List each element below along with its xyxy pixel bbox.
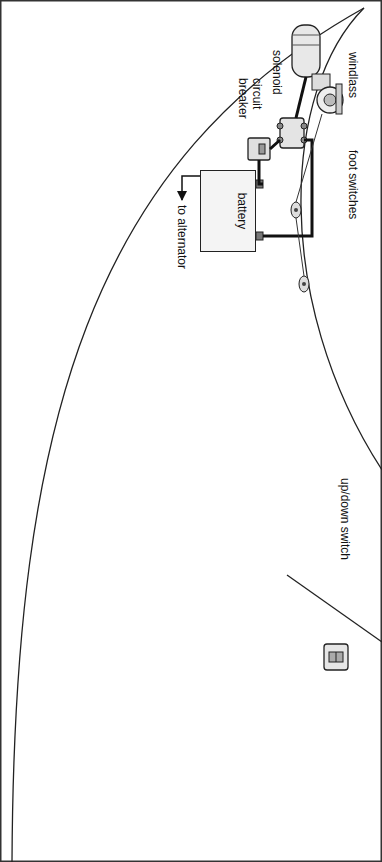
- node-text: battery: [235, 193, 249, 230]
- battery-terminals: [256, 180, 263, 240]
- circuit-breaker-symbol: [248, 138, 270, 160]
- battery-box: battery: [200, 170, 256, 252]
- hull-line: [12, 8, 364, 862]
- alternator-lead: [182, 176, 200, 200]
- solenoid-symbol: [277, 118, 307, 148]
- deck-line: [301, 8, 382, 470]
- cabin-line: [287, 575, 382, 642]
- part-label: windlass: [346, 52, 360, 98]
- part-label: solenoid: [270, 50, 284, 95]
- power-wires: [259, 77, 312, 236]
- part-label: to alternator: [175, 205, 189, 269]
- part-label: foot switches: [346, 150, 360, 219]
- up-down-switch-symbol: [324, 644, 348, 670]
- part-label: circuit breaker: [236, 78, 264, 133]
- part-label: up/down switch: [338, 478, 352, 560]
- foot-switch-symbol: [291, 114, 322, 292]
